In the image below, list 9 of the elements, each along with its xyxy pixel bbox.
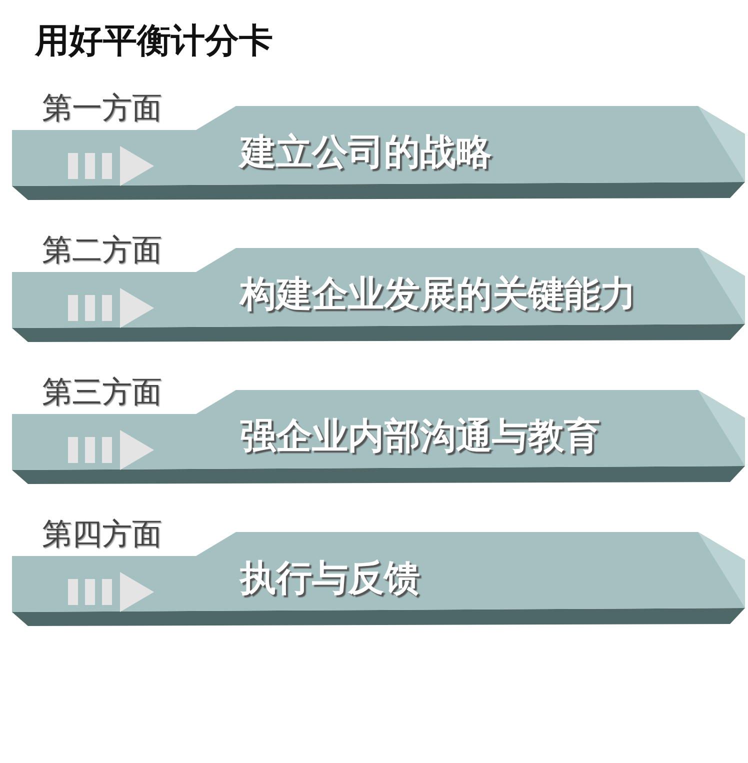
band-text: 强企业内部沟通与教育 [240, 415, 600, 459]
title: 用好平衡计分卡 [35, 20, 273, 63]
band-text: 建立公司的战略 [240, 131, 492, 175]
tab-label: 第四方面 [42, 516, 162, 554]
band-text: 执行与反馈 [240, 557, 420, 601]
band-text: 构建企业发展的关键能力 [240, 273, 636, 317]
tab-label: 第二方面 [42, 232, 162, 270]
tab-label: 第三方面 [42, 374, 162, 412]
tab-label: 第一方面 [42, 90, 162, 128]
